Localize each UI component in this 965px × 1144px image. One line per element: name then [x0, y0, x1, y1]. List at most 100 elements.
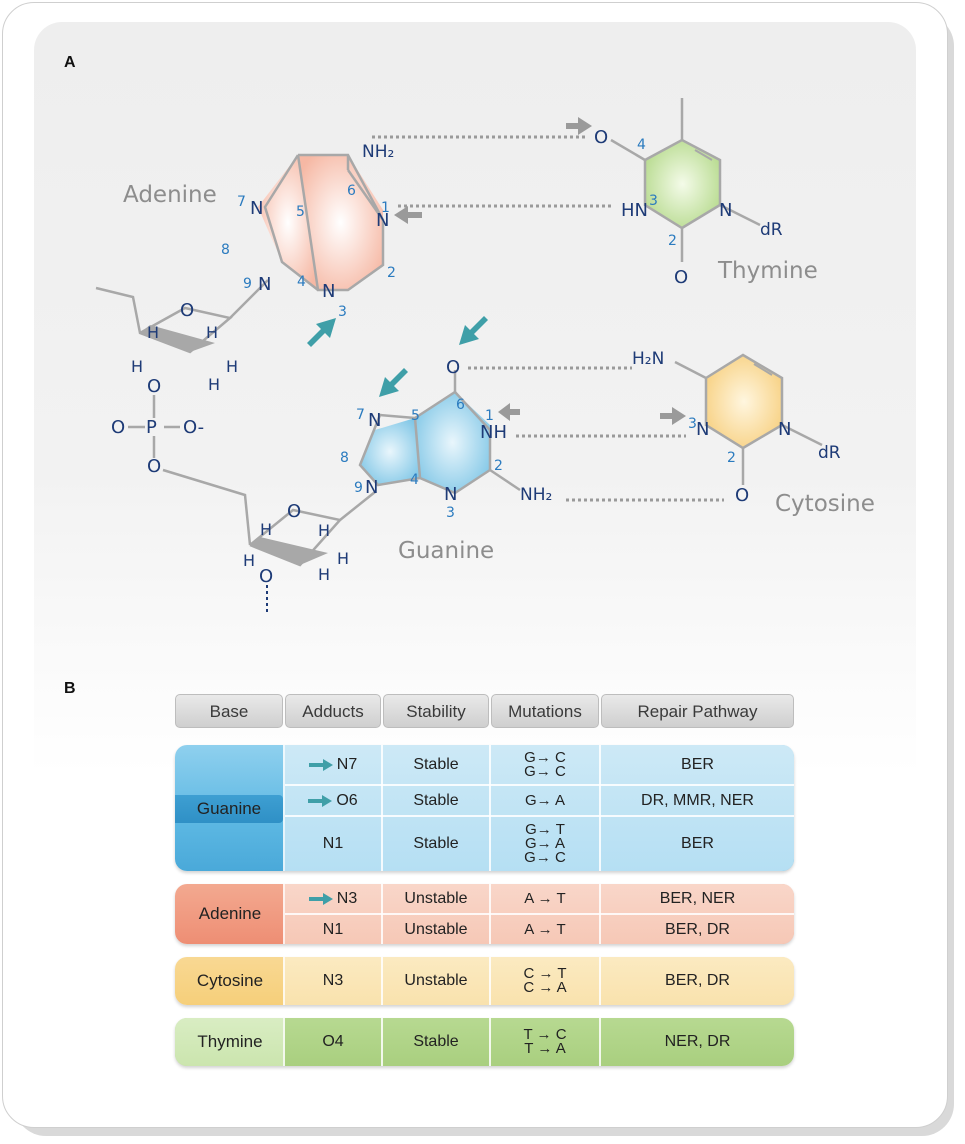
adenine-structure: NH₂ N N N N 7 5 6 1 8 9 4 2 3 Adenine	[123, 142, 396, 320]
mutation-text: G→ C	[524, 762, 566, 780]
header-stability: Stability	[383, 694, 489, 728]
svg-text:2: 2	[494, 458, 503, 474]
adenine-repair-0: BER, NER	[659, 889, 736, 907]
base-pair-structures: NH₂ N N N N 7 5 6 1 8 9 4 2 3 Adenine O …	[95, 98, 875, 612]
svg-text:3: 3	[338, 304, 347, 320]
cytosine-mutations-0: C → T C → A	[491, 957, 599, 1005]
svg-text:9: 9	[243, 276, 252, 292]
svg-text:N: N	[444, 484, 457, 505]
guanine-adduct-n1: N1	[322, 835, 344, 852]
guanine-adduct-n7: N7	[285, 745, 381, 784]
divider	[489, 1018, 491, 1066]
svg-text:6: 6	[456, 397, 465, 413]
svg-text:O: O	[180, 300, 194, 321]
guanine-mutations-2: G→ T G→ A G→ C	[491, 817, 599, 871]
adenine-mutations-0: A → T	[491, 884, 599, 913]
cytosine-stability-0: Unstable	[404, 972, 468, 989]
svg-text:N: N	[322, 281, 335, 302]
guanine-repair-2: BER	[681, 835, 714, 852]
adenine-group: Adenine N3 Unstable A → T BER, NER N1 Un…	[175, 884, 794, 944]
divider	[489, 745, 491, 871]
cytosine-repair-0: BER, DR	[665, 972, 730, 989]
guanine-nh2: NH₂	[520, 485, 552, 505]
thymine-group: Thymine O4 Stable T → C T → A NER, DR	[175, 1018, 794, 1066]
svg-text:O: O	[259, 566, 273, 587]
mutation-text: A → T	[524, 889, 566, 907]
adduct-text: O6	[336, 791, 358, 809]
header-repair-pathway: Repair Pathway	[601, 694, 794, 728]
svg-text:H: H	[318, 565, 330, 584]
guanine-group: Guanine N7 Stable G→ C G→ C BER O6 Stabl…	[175, 745, 794, 871]
svg-text:8: 8	[340, 450, 349, 466]
cytosine-label: Cytosine	[775, 491, 875, 517]
svg-text:O: O	[594, 127, 608, 148]
mutation-text: G→ A	[524, 835, 565, 852]
adenine-stability-0: Unstable	[404, 889, 468, 907]
svg-text:4: 4	[410, 472, 419, 488]
mutation-text: T → C	[523, 1026, 567, 1043]
divider	[599, 745, 601, 871]
thymine-base-label: Thymine	[197, 1032, 263, 1051]
svg-text:O: O	[735, 485, 749, 506]
cytosine-adduct-n3: N3	[322, 972, 344, 989]
divider	[285, 913, 794, 915]
teal-arrows	[307, 316, 488, 397]
thymine-base-bg	[175, 1018, 283, 1066]
mutation-text: T → A	[524, 1040, 566, 1057]
guanine-base-cell: Guanine	[175, 795, 283, 823]
cytosine-base-label: Cytosine	[196, 971, 264, 990]
guanine-stability-0: Stable	[413, 755, 459, 773]
svg-text:2: 2	[668, 233, 677, 249]
svg-text:N: N	[250, 198, 263, 219]
thymine-adduct-o4: O4	[322, 1033, 344, 1050]
phosphate-group: O P O- O	[111, 395, 252, 546]
thymine-base-cell: Thymine	[175, 1018, 285, 1066]
svg-text:8: 8	[221, 242, 230, 258]
divider	[381, 957, 383, 1005]
thymine-dr: dR	[760, 220, 783, 240]
svg-text:H: H	[208, 375, 220, 394]
guanine-mutations-1: G→ A	[491, 786, 599, 815]
svg-text:3: 3	[446, 505, 455, 521]
thymine-repair-0: NER, DR	[664, 1033, 731, 1050]
svg-text:9: 9	[354, 480, 363, 496]
svg-text:H: H	[206, 323, 218, 342]
adenine-adduct-n3: N3	[285, 884, 381, 913]
svg-text:N: N	[696, 419, 709, 440]
mutation-text: G→ C	[524, 849, 566, 866]
adenine-stability-1: Unstable	[404, 920, 468, 938]
gray-arrows	[394, 117, 686, 425]
svg-text:3: 3	[688, 416, 697, 432]
guanine-repair-0: BER	[681, 755, 714, 773]
divider	[283, 1018, 285, 1066]
table-header: Base Adducts Stability Mutations Repair …	[175, 694, 794, 730]
svg-text:H: H	[147, 323, 159, 342]
svg-text:4: 4	[637, 137, 646, 153]
guanine-base-label: Guanine	[196, 799, 262, 818]
guanine-structure: O N NH N N NH₂ 7 5 6 1 8 9 4 2 3 Guanine	[339, 357, 552, 564]
guanine-repair-1: DR, MMR, NER	[641, 791, 754, 809]
divider	[283, 745, 285, 871]
adenine-mutations-1: A → T	[491, 915, 599, 944]
adenine-adduct-n1: N1	[322, 920, 344, 938]
header-base: Base	[175, 694, 283, 728]
svg-text:O: O	[147, 376, 161, 397]
header-adducts: Adducts	[285, 694, 381, 728]
svg-text:N: N	[719, 200, 732, 221]
teal-arrow-icon	[308, 892, 333, 905]
deoxyribose-2: O H H H H H O	[243, 501, 349, 612]
svg-text:H: H	[243, 551, 255, 570]
mutation-text: C → A	[523, 979, 567, 996]
divider	[489, 957, 491, 1005]
guanine-adduct-o6: O6	[285, 786, 381, 815]
divider	[283, 884, 285, 944]
adduct-text: N7	[336, 755, 358, 773]
svg-text:5: 5	[411, 408, 420, 424]
svg-text:O: O	[674, 267, 688, 288]
cytosine-base-cell: Cytosine	[175, 957, 285, 1005]
svg-text:1: 1	[381, 200, 390, 216]
svg-text:N: N	[258, 274, 271, 295]
guanine-nh: NH	[480, 422, 507, 443]
svg-text:O: O	[446, 357, 460, 378]
guanine-stability-2: Stable	[413, 835, 459, 852]
